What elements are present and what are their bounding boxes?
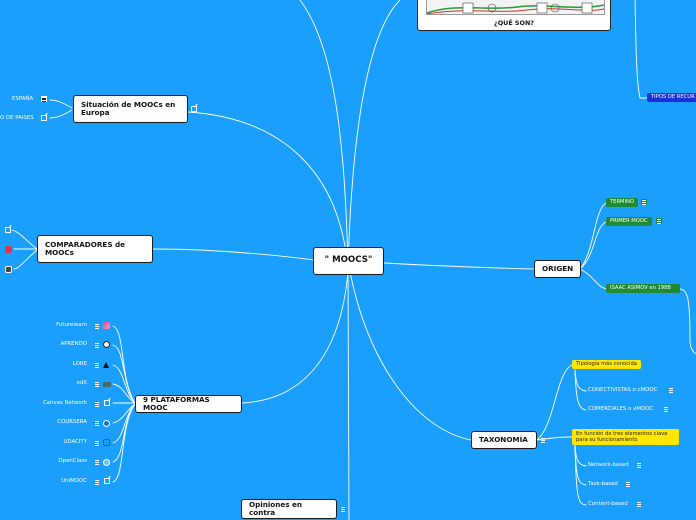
taxonomia-node[interactable]: TAXONOMÍA <box>471 431 537 449</box>
note-icon[interactable] <box>94 440 100 446</box>
link-fun-1 <box>574 444 587 467</box>
link-pl-9 <box>112 403 136 483</box>
comparador-logo-dark-icon[interactable] <box>5 266 12 273</box>
udacity-logo-icon[interactable] <box>103 439 110 446</box>
note-icon[interactable] <box>94 342 100 348</box>
link-origen-termino <box>579 202 607 270</box>
opiniones-en-contra-node[interactable]: Opiniones en contra <box>241 499 337 519</box>
leaf-lore[interactable]: LORE <box>72 361 87 367</box>
external-link-icon[interactable] <box>41 115 47 121</box>
illustration-icon <box>427 2 604 14</box>
link-center-que-son <box>347 0 401 271</box>
leaf-futurelearn[interactable]: Futurelearn <box>56 322 87 328</box>
link-center-top <box>299 0 349 271</box>
note-icon[interactable] <box>656 218 662 224</box>
leaf-network-based[interactable]: Network-based <box>588 462 629 468</box>
note-icon[interactable] <box>668 387 674 393</box>
link-origen-asimov <box>579 268 607 290</box>
link-pl-3 <box>112 364 136 404</box>
leaf-canvas-network[interactable]: Canvas Network <box>42 400 87 406</box>
github-icon[interactable] <box>103 341 110 348</box>
leaf-cmooc[interactable]: CONECTIVISTAS o cMOOC <box>588 387 658 393</box>
link-right-top <box>634 0 696 99</box>
edx-logo-icon[interactable] <box>103 382 111 387</box>
note-icon[interactable] <box>94 401 100 407</box>
note-icon[interactable] <box>663 406 669 412</box>
openclass-logo-icon[interactable] <box>103 459 110 466</box>
link-comp-3 <box>13 249 38 270</box>
origen-node[interactable]: ORIGEN <box>534 260 581 278</box>
central-topic[interactable]: " MOOCS" <box>313 247 384 275</box>
link-pl-8 <box>112 403 136 463</box>
leaf-task-based[interactable]: Task-based <box>588 481 618 487</box>
note-icon[interactable] <box>41 96 47 102</box>
note-icon[interactable] <box>540 437 546 443</box>
link-pl-4 <box>112 383 136 404</box>
leaf-espana[interactable]: ESPAÑA <box>12 96 34 102</box>
leaf-content-based[interactable]: Content-based <box>588 501 628 507</box>
link-center-origen <box>383 262 535 270</box>
situacion-mooc-europa-node[interactable]: Situación de MOOCs en Europa <box>73 95 188 123</box>
que-son-title: ¿QUÉ SON? <box>493 19 534 27</box>
external-link-icon[interactable] <box>191 106 197 112</box>
futurelearn-logo-icon[interactable] <box>103 322 110 329</box>
coursera-logo-icon[interactable] <box>103 420 110 427</box>
leaf-udacity[interactable]: UDACITY <box>63 439 87 445</box>
link-center-situacion <box>187 111 349 271</box>
note-icon[interactable] <box>94 459 100 465</box>
link-fun-3 <box>574 444 587 506</box>
origen-asimov-pill[interactable]: ISAAC ASIMOV en 1988 <box>606 284 680 294</box>
link-situacion-paises <box>49 109 73 119</box>
link-center-taxonomia <box>349 271 472 441</box>
link-comp-1 <box>11 229 38 250</box>
leaf-edx[interactable]: edX <box>76 380 87 386</box>
que-son-card[interactable]: ¿QUÉ SON? <box>417 0 611 31</box>
note-icon[interactable] <box>340 506 346 512</box>
link-center-comparadores <box>152 248 316 261</box>
note-icon[interactable] <box>94 323 100 329</box>
triangle-icon[interactable] <box>103 362 109 368</box>
comparador-logo-red-icon[interactable] <box>5 246 12 253</box>
link-tax-tipologia <box>536 364 573 441</box>
origen-termino-pill[interactable]: TERMINO <box>606 198 639 208</box>
leaf-paises[interactable]: O DE PAISES <box>0 115 34 121</box>
note-icon[interactable] <box>94 362 100 368</box>
origen-primer-mooc-pill[interactable]: PRIMER MOOC <box>606 217 652 227</box>
note-icon[interactable] <box>625 481 631 487</box>
link-center-plataformas <box>241 271 349 404</box>
note-icon[interactable] <box>94 479 100 485</box>
leaf-unimooc[interactable]: UniMOOC <box>61 478 87 484</box>
link-tax-funcion <box>536 436 573 441</box>
link-situacion-espana <box>49 99 73 109</box>
link-asimov-down <box>679 288 696 355</box>
leaf-openclass[interactable]: OpenClass <box>58 458 87 464</box>
external-link-icon[interactable] <box>5 227 11 233</box>
note-icon[interactable] <box>636 501 642 507</box>
external-link-icon[interactable] <box>104 400 110 406</box>
note-icon[interactable] <box>94 420 100 426</box>
link-pl-6 <box>112 403 136 424</box>
link-pl-2 <box>112 344 136 404</box>
que-son-image <box>426 0 605 15</box>
link-center-opiniones <box>347 271 350 520</box>
tipos-recursos-pill[interactable]: TIPOS DE RECUR <box>647 93 696 103</box>
note-icon[interactable] <box>94 381 100 387</box>
leaf-aprendo[interactable]: APRENDO <box>60 341 87 347</box>
funcion-elementos-box[interactable]: En función de tres elementos clave para … <box>572 429 679 445</box>
external-link-icon[interactable] <box>104 478 110 484</box>
tipologia-pill[interactable]: Tipología más conocida <box>572 360 641 370</box>
plataformas-mooc-node[interactable]: 9 PLATAFORMAS MOOC <box>135 395 242 413</box>
link-tip-2 <box>574 369 587 411</box>
leaf-xmooc[interactable]: COMERCIALES o xMOOC <box>588 406 654 412</box>
link-tip-1 <box>574 369 587 392</box>
link-origen-primer <box>579 221 607 270</box>
comparadores-node[interactable]: COMPARADORES de MOOCs <box>37 235 153 263</box>
note-icon[interactable] <box>636 462 642 468</box>
leaf-coursera[interactable]: COURSERA <box>57 419 87 425</box>
note-icon[interactable] <box>641 199 647 205</box>
